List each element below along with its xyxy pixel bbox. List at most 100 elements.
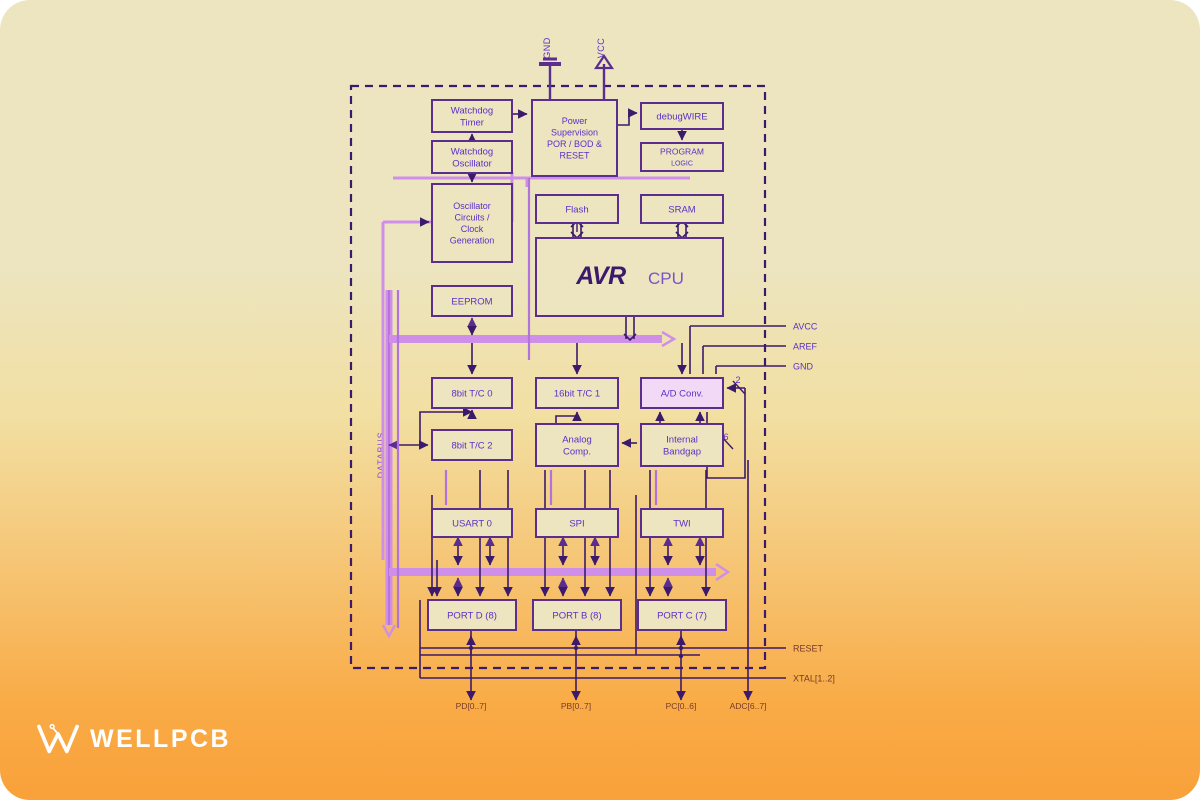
databus-horizontal-lower xyxy=(389,562,731,582)
block-label-line: PORT C (7) xyxy=(657,610,707,621)
accent-wiring xyxy=(396,178,658,628)
block-adc[interactable]: A/D Conv. xyxy=(640,377,724,409)
block-label-line: Analog xyxy=(562,434,592,445)
block-list: WatchdogTimerWatchdogOscillatorOscillato… xyxy=(427,99,727,631)
block-label-line: RESET xyxy=(559,151,590,161)
block-tc0[interactable]: 8bit T/C 0 xyxy=(431,377,513,409)
block-rect xyxy=(431,140,513,174)
block-label-line: Clock xyxy=(461,224,484,234)
block-avr-cpu[interactable] xyxy=(535,237,724,317)
right-pin-label: RESET xyxy=(793,644,824,654)
block-rect xyxy=(431,377,513,409)
bottom-pin-label-pc: PC[0..6] xyxy=(666,701,697,711)
bottom-pin-label-adc-pins: ADC[6..7] xyxy=(730,701,767,711)
bottom-pin-label-pd: PD[0..7] xyxy=(456,701,487,711)
bottom-pin-list: PD[0..7]PB[0..7]PC[0..6]ADC[6..7] xyxy=(456,701,767,711)
block-rect xyxy=(427,599,517,631)
block-rect xyxy=(535,194,619,224)
block-label-line: Supervision xyxy=(551,127,598,137)
databus-label: DATABUS xyxy=(376,432,386,479)
right-pin-xtal: XTAL[1..2] xyxy=(793,674,835,684)
block-label-line: 8bit T/C 2 xyxy=(451,440,492,451)
block-label-line: Timer xyxy=(460,117,484,128)
block-debugwire[interactable]: debugWIRE xyxy=(640,102,724,130)
block-label-line: TWI xyxy=(673,518,690,529)
block-rect xyxy=(431,429,513,461)
block-label-line: Flash xyxy=(565,204,588,215)
block-label-line: Watchdog xyxy=(451,105,493,116)
block-label-line: Oscillator xyxy=(452,158,492,169)
block-program-logic[interactable]: PROGRAM LOGIC xyxy=(640,142,724,172)
bus-width-label-adc-bus-2: 2 xyxy=(735,375,740,385)
block-port-c[interactable]: PORT C (7) xyxy=(637,599,727,631)
gnd-pin: GND xyxy=(539,37,561,100)
block-rect xyxy=(535,423,619,467)
cpu-logo-text: CPU xyxy=(648,269,684,288)
block-rect xyxy=(640,423,724,467)
block-label-line: SRAM xyxy=(668,204,696,215)
block-usart0[interactable]: USART 0 xyxy=(431,508,513,538)
block-rect xyxy=(431,508,513,538)
block-label-line: PORT B (8) xyxy=(552,610,601,621)
block-label-line: Bandgap xyxy=(663,446,701,457)
block-spi[interactable]: SPI xyxy=(535,508,619,538)
block-rect xyxy=(640,142,724,172)
block-label-line: Watchdog xyxy=(451,146,493,157)
block-tc2[interactable]: 8bit T/C 2 xyxy=(431,429,513,461)
block-label-line: Power xyxy=(562,116,588,126)
block-label-line: Circuits / xyxy=(454,212,490,222)
block-label-line: POR / BOD & xyxy=(547,139,602,149)
brand-logo: WELLPCB xyxy=(36,722,231,756)
block-tc1[interactable]: 16bit T/C 1 xyxy=(535,377,619,409)
block-rect xyxy=(640,377,724,409)
avr-logo-text: AVR xyxy=(575,262,626,290)
block-rect xyxy=(535,237,724,317)
vcc-pin-label: VCC xyxy=(596,38,606,59)
block-label-line: Comp. xyxy=(563,446,591,457)
databus-horizontal-upper xyxy=(389,330,677,348)
right-pin-gnd-r: GND xyxy=(793,362,814,372)
avr-cpu-logo: AVR CPU xyxy=(575,262,684,290)
block-port-b[interactable]: PORT B (8) xyxy=(532,599,622,631)
block-rect xyxy=(637,599,727,631)
block-label-line: USART 0 xyxy=(452,518,492,529)
right-pin-label: GND xyxy=(793,362,814,372)
block-rect xyxy=(532,599,622,631)
block-rect xyxy=(640,194,724,224)
block-rect xyxy=(431,99,513,133)
block-label-line: 16bit T/C 1 xyxy=(554,388,600,399)
block-twi[interactable]: TWI xyxy=(640,508,724,538)
block-label-line: Oscillator xyxy=(453,201,491,211)
block-label-line: LOGIC xyxy=(671,161,693,168)
block-sram[interactable]: SRAM xyxy=(640,194,724,224)
block-eeprom[interactable]: EEPROM xyxy=(431,285,513,317)
block-rect xyxy=(535,508,619,538)
vcc-pin: VCC xyxy=(593,38,615,100)
right-pin-label: AVCC xyxy=(793,322,818,332)
block-label-line: EEPROM xyxy=(451,296,492,307)
block-rect xyxy=(535,377,619,409)
right-pin-label: XTAL[1..2] xyxy=(793,674,835,684)
right-pin-avcc: AVCC xyxy=(793,322,818,332)
right-pin-label: AREF xyxy=(793,342,818,352)
chip-boundary-dashed xyxy=(349,84,767,670)
block-flash[interactable]: Flash xyxy=(535,194,619,224)
block-label-line: PORT D (8) xyxy=(447,610,497,621)
block-label-line: Generation xyxy=(450,236,495,246)
block-label-line: Internal xyxy=(666,434,698,445)
block-rect xyxy=(640,508,724,538)
block-label-line: debugWIRE xyxy=(656,111,707,122)
block-label-line: PROGRAM xyxy=(660,146,704,156)
block-rect xyxy=(431,285,513,317)
right-pin-list: AVCC AREF GND RESET XTAL[1..2] xyxy=(793,322,835,684)
block-port-d[interactable]: PORT D (8) xyxy=(427,599,517,631)
gnd-pin-label: GND xyxy=(542,37,552,59)
